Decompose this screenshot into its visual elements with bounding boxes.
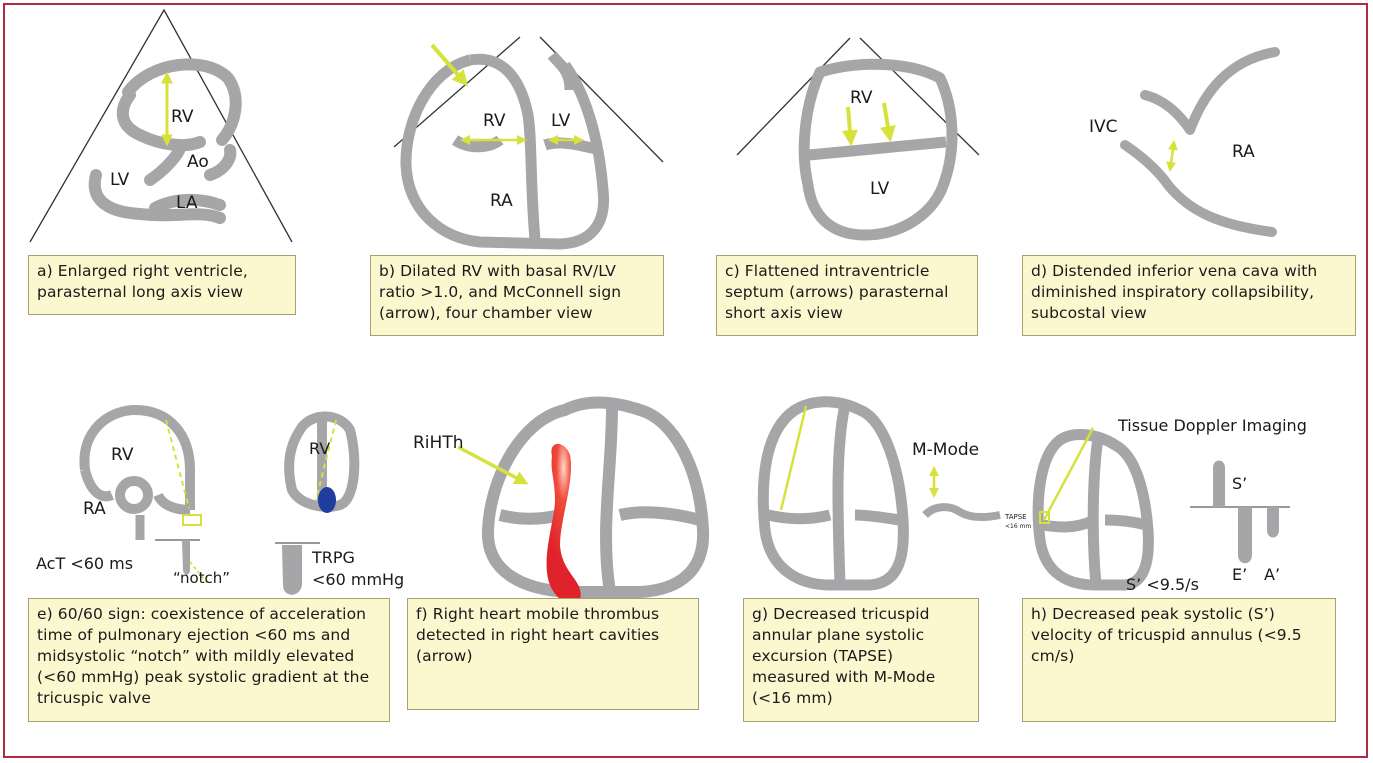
panel-e-label-trpg1: TRPG (311, 548, 355, 567)
panel-e-label-act: AcT <60 ms (36, 554, 133, 573)
panel-b-diagram: RV LV RA (394, 37, 663, 244)
panel-h-caption: h) Decreased peak systolic (S’) velocity… (1022, 598, 1336, 722)
panel-g-label-mmode: M-Mode (912, 440, 979, 460)
panel-c-diagram: RV LV (737, 38, 979, 235)
panel-e-label-rv2: RV (309, 439, 330, 458)
panel-c-caption: c) Flattened intraventricle septum (arro… (716, 255, 978, 336)
panel-f-diagram: RiHTh (413, 403, 703, 605)
panel-d-label-ra: RA (1232, 142, 1255, 162)
panel-f-caption: f) Right heart mobile thrombus detected … (407, 598, 699, 710)
panel-h-diagram: Tissue Doppler Imaging S’ E’ A’ S’ <9.5/… (1038, 416, 1307, 594)
panel-h-label-e: E’ (1232, 565, 1247, 584)
panel-a-label-ao: Ao (187, 152, 209, 172)
panel-e-label-rv1: RV (111, 445, 134, 465)
panel-b-label-rv: RV (483, 111, 506, 131)
panel-g-caption: g) Decreased tricuspid annular plane sys… (743, 598, 979, 722)
panel-a-caption: a) Enlarged right ventricle, parasternal… (28, 255, 296, 315)
panel-a-diagram: RV LV Ao LA (30, 10, 292, 242)
panel-b-caption: b) Dilated RV with basal RV/LV ratio >1.… (370, 255, 664, 336)
panel-e-label-notch: “notch” (173, 569, 230, 587)
panel-e-label-trpg2: <60 mmHg (312, 570, 404, 589)
panel-e-label-ra: RA (83, 499, 106, 519)
panel-d-label-ivc: IVC (1089, 117, 1118, 137)
panel-a-label-rv: RV (171, 107, 194, 127)
panel-c-label-lv: LV (870, 179, 890, 199)
panel-h-label-a: A’ (1264, 565, 1280, 584)
panel-d-diagram: IVC RA (1089, 52, 1275, 232)
panel-d-caption: d) Distended inferior vena cava with dim… (1022, 255, 1356, 336)
panel-b-label-lv: LV (551, 111, 571, 131)
panel-h-label-sval: S’ <9.5/s (1126, 575, 1199, 594)
panel-h-label-tdi: Tissue Doppler Imaging (1117, 416, 1307, 435)
panel-e-caption: e) 60/60 sign: coexistence of accelerati… (28, 598, 390, 722)
panel-h-label-s: S’ (1232, 474, 1247, 493)
panel-e-diagram: RV RA AcT <60 ms “notch” RV TRPG <60 mmH… (36, 410, 404, 595)
panel-a-label-lv: LV (110, 170, 130, 190)
panel-g-label-tapse1: TAPSE (1004, 513, 1027, 521)
panel-g-diagram: M-Mode TAPSE <16 mm (763, 402, 1031, 585)
panel-g-label-tapse2: <16 mm (1005, 523, 1031, 530)
panel-f-label-rihth: RiHTh (413, 433, 463, 453)
panel-b-label-ra: RA (490, 191, 513, 211)
panel-a-label-la: LA (176, 193, 198, 213)
panel-c-label-rv: RV (850, 88, 873, 108)
